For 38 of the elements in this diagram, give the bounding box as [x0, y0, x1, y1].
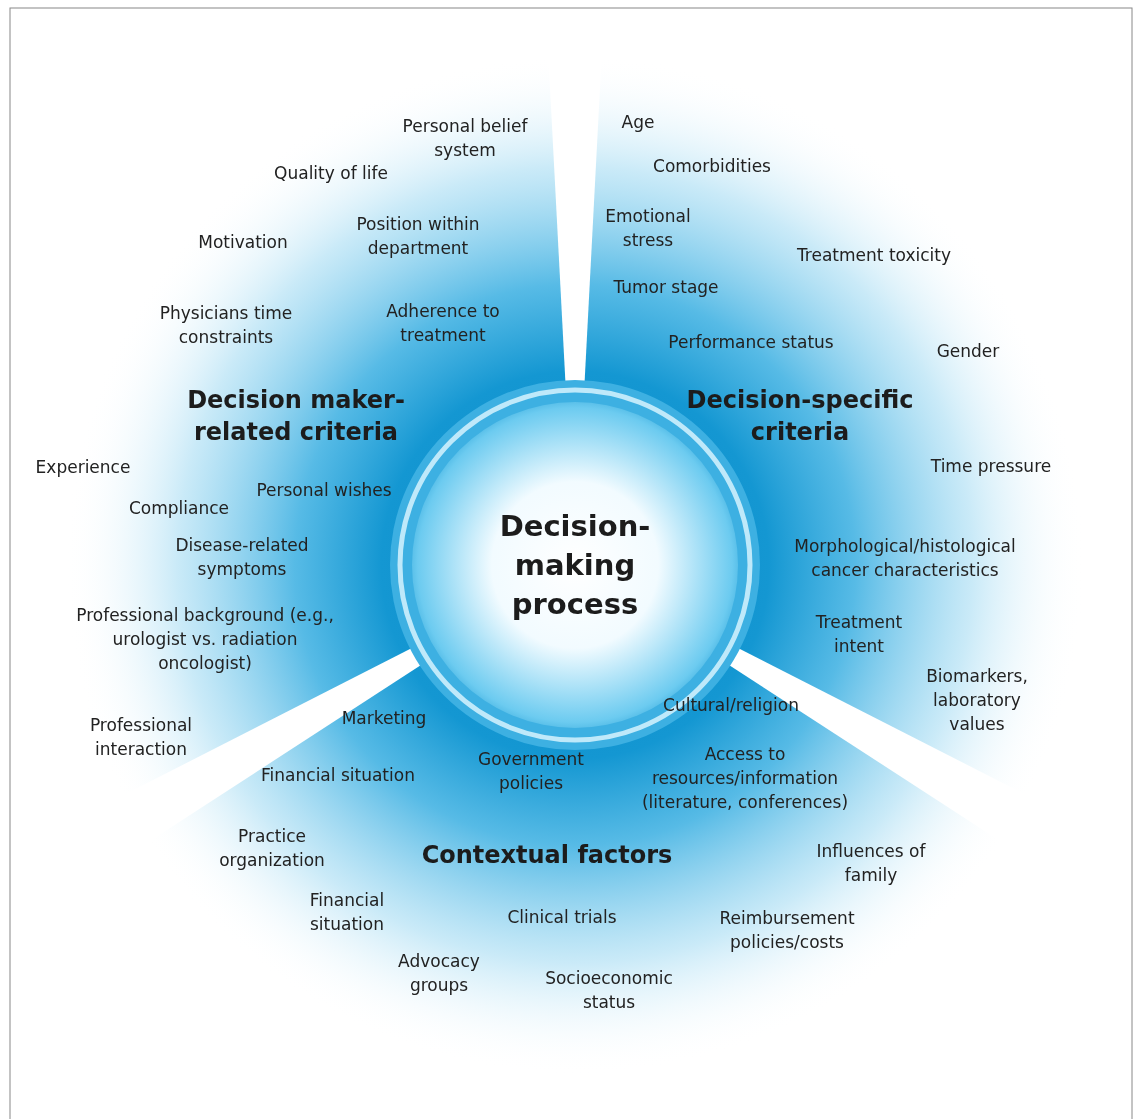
criterion-label: Professional interaction	[88, 714, 194, 761]
criterion-label: Morphological/histological cancer characteristics	[793, 535, 1017, 582]
sector-heading: Decision maker-related criteria	[186, 385, 406, 448]
sector-heading: Contextual factors	[420, 840, 674, 871]
criterion-label: Reimbursement policies/costs	[718, 907, 856, 954]
criterion-label: Quality of life	[273, 162, 389, 185]
criterion-label: Disease-related symptoms	[174, 534, 310, 581]
criterion-label: Comorbidities	[652, 155, 772, 178]
criterion-label: Adherence to treatment	[385, 300, 501, 347]
criterion-label: Emotional stress	[604, 205, 692, 252]
criterion-label: Physicians time constraints	[158, 302, 294, 349]
criterion-label: Practice organization	[218, 825, 326, 872]
criterion-label: Marketing	[340, 707, 428, 730]
sector-heading: Decision-specific criteria	[685, 385, 915, 448]
criterion-label: Clinical trials	[506, 906, 618, 929]
criterion-label: Financial situation	[308, 889, 386, 936]
criterion-label: Treatment intent	[814, 611, 904, 658]
criterion-label: Compliance	[127, 497, 231, 520]
criterion-label: Government policies	[477, 748, 585, 795]
criterion-label: Treatment toxicity	[796, 244, 952, 267]
criterion-label: Biomarkers, laboratory values	[925, 665, 1029, 736]
criterion-label: Performance status	[667, 331, 835, 354]
center-title: Decision-making process	[498, 507, 652, 623]
criterion-label: Age	[620, 111, 656, 134]
criterion-label: Personal belief system	[401, 115, 529, 162]
criterion-label: Motivation	[197, 231, 289, 254]
criterion-label: Influences of family	[815, 840, 927, 887]
criterion-label: Personal wishes	[255, 479, 393, 502]
criterion-label: Financial situation	[260, 764, 416, 787]
criterion-label: Professional background (e.g., urologist vs. radiation oncologist)	[75, 604, 335, 675]
criterion-label: Position within department	[355, 213, 481, 260]
criterion-label: Tumor stage	[612, 276, 720, 299]
criterion-label: Advocacy groups	[397, 950, 481, 997]
criterion-label: Socioeconomic status	[544, 967, 674, 1014]
criterion-label: Time pressure	[929, 455, 1053, 478]
criterion-label: Experience	[34, 456, 132, 479]
criterion-label: Access to resources/information (literature, conferences)	[640, 743, 849, 814]
criterion-label: Gender	[935, 340, 1001, 363]
